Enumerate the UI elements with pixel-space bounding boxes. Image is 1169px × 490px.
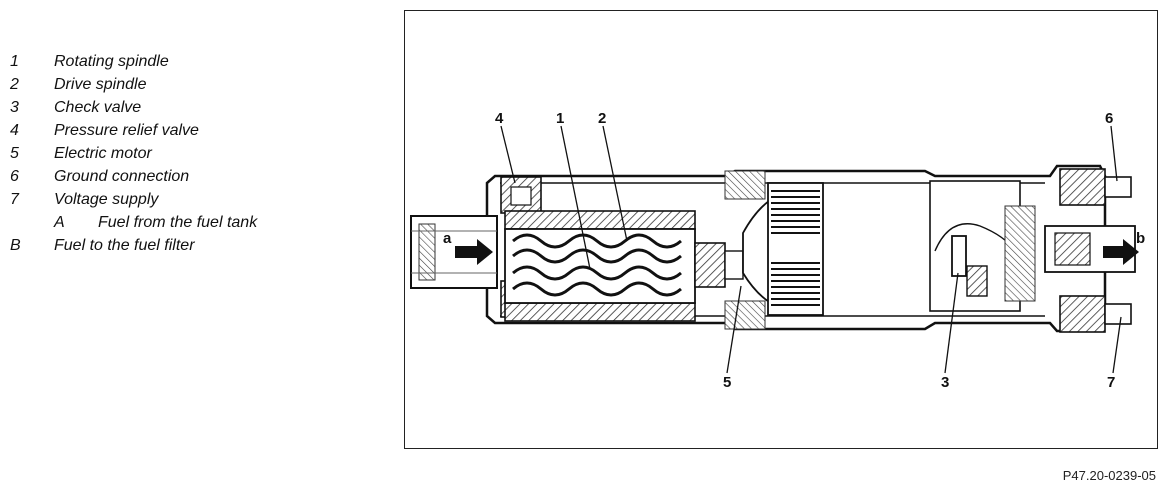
- flow-arrow-out: b: [1103, 230, 1145, 265]
- legend-number: 1: [10, 53, 19, 70]
- rotating-spindle: [512, 233, 682, 264]
- legend-label: Fuel from the fuel tank: [98, 214, 258, 231]
- legend-label: Fuel to the fuel filter: [54, 237, 195, 254]
- legend-label: Electric motor: [54, 145, 152, 162]
- flow-arrow-in: a: [443, 230, 493, 265]
- callout-2: 2: [598, 110, 606, 127]
- legend-number: 3: [10, 99, 19, 116]
- callout-1: 1: [556, 110, 564, 127]
- legend-label: Drive spindle: [54, 76, 147, 93]
- legend-label: Check valve: [54, 99, 142, 116]
- electric-motor: [742, 182, 824, 316]
- legend-number: A: [54, 214, 65, 231]
- legend-label: Pressure relief valve: [54, 122, 199, 139]
- figure-reference: P47.20-0239-05: [1062, 468, 1156, 483]
- legend-number: 6: [10, 168, 19, 185]
- legend-number: 5: [10, 145, 19, 162]
- check-valve: [929, 180, 1036, 312]
- legend-number: B: [10, 237, 21, 254]
- callout-5: 5: [723, 374, 731, 391]
- legend-number: 7: [10, 191, 19, 208]
- legend-label: Ground connection: [54, 168, 190, 185]
- fuel-pump-cross-section: a b 4 1 2 6 5 3 7: [410, 110, 1145, 391]
- leader-lines: [500, 125, 1122, 374]
- callout-6: 6: [1105, 110, 1113, 127]
- voltage-supply-terminal: [1059, 295, 1132, 333]
- legend-label: Voltage supply: [54, 191, 159, 208]
- callout-3: 3: [941, 374, 949, 391]
- screw-pump-assembly: [504, 210, 696, 322]
- pump-coupling: [694, 170, 766, 330]
- fuel-pump-figure: a b 4 1 2 6 5 3 7: [404, 10, 1158, 449]
- ground-connection-terminal: [1059, 168, 1132, 206]
- legend-number: 2: [10, 76, 19, 93]
- legend-number: 4: [10, 122, 19, 139]
- callout-4: 4: [495, 110, 504, 127]
- flow-in-label: a: [443, 230, 452, 247]
- flow-out-label: b: [1136, 230, 1145, 247]
- drive-spindle: [512, 265, 682, 297]
- legend-label: Rotating spindle: [54, 53, 169, 70]
- callout-7: 7: [1107, 374, 1115, 391]
